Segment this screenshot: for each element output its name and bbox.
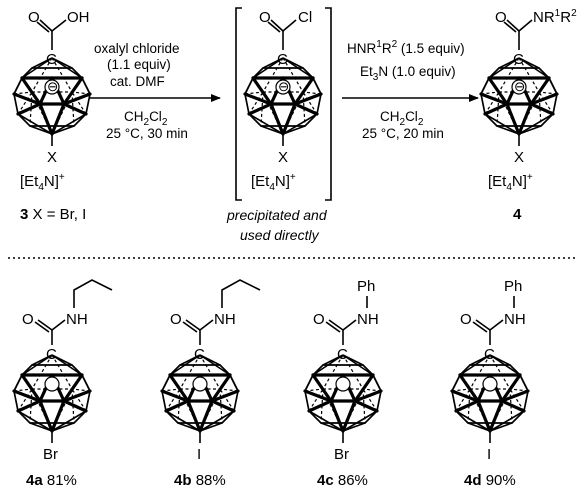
compound-3-label: 3 X = Br, I <box>20 206 86 223</box>
intermediate-note-line1: precipitated and <box>226 207 328 223</box>
halogen-label: Br <box>43 446 58 463</box>
example-yield-label: 4c 86% <box>317 472 368 489</box>
cage-c-label: C <box>46 51 57 68</box>
carborane-cage-icon <box>479 56 559 136</box>
arrowhead-1-icon <box>211 94 221 102</box>
product-amide-label: NR1R2 <box>533 8 577 26</box>
carborane-cage-icon <box>160 353 240 433</box>
step1-solvent: CH2Cl2 <box>124 109 168 128</box>
step1-equiv: (1.1 equiv) <box>107 57 171 72</box>
example-4c: O NH PhC Br 4c 86% <box>303 278 383 489</box>
example-yield-label: 4d 90% <box>464 472 516 489</box>
step1-reagent: oxalyl chloride <box>94 41 180 56</box>
product-4: O NR1R2 C ⊖ X [Et4N]+ 4 <box>479 8 577 223</box>
example-4a: O NH C Br 4a 81% <box>12 279 113 489</box>
propyl-chain <box>221 279 261 308</box>
right-bracket <box>325 7 332 201</box>
example-yield-label: 4b 88% <box>174 472 226 489</box>
step1-conditions: 25 °C, 30 min <box>106 126 188 141</box>
cage-c-label: C <box>484 346 495 363</box>
cage-c-label: C <box>513 51 524 68</box>
amine-nh-label: NH <box>214 311 236 328</box>
step2-solvent: CH2Cl2 <box>380 109 424 128</box>
negative-charge-icon: ⊖ <box>47 79 58 94</box>
acid-oh-label: OH <box>67 9 90 26</box>
starting-material-3: O OH C ⊖ X [Et4N]+ 3 X = Br, I <box>12 9 92 223</box>
phenyl-label: Ph <box>504 278 522 295</box>
amine-nh-label: NH <box>504 311 526 328</box>
halogen-label: I <box>487 446 491 463</box>
substituent-x-label: X <box>278 149 288 166</box>
acid-o-label: O <box>28 9 40 26</box>
intermediate-cl-label: Cl <box>298 9 312 26</box>
left-bracket <box>235 7 242 201</box>
counterion-label: [Et4N]+ <box>488 172 533 193</box>
example-4b: O NH C I 4b 88% <box>160 279 261 489</box>
examples-row: O NH C Br 4a 81% O NH C I 4b 88% O NH PhC Br 4c 86% O NH… <box>12 278 530 489</box>
reaction-step-2: HNR1R2 (1.5 equiv) Et3N (1.0 equiv) CH2C… <box>342 39 479 141</box>
substituent-x-label: X <box>47 149 57 166</box>
cage-c-label: C <box>277 51 288 68</box>
cage-c-label: C <box>194 346 205 363</box>
cage-c-label: C <box>337 346 348 363</box>
amine-nh-label: NH <box>357 311 379 328</box>
carbonyl-o-label: O <box>460 311 472 328</box>
carbonyl-o-label: O <box>313 311 325 328</box>
carborane-cage-icon <box>303 353 383 433</box>
step2-base: Et3N (1.0 equiv) <box>360 64 456 83</box>
amine-nh-label: NH <box>66 311 88 328</box>
step2-conditions: 25 °C, 20 min <box>362 126 444 141</box>
carborane-cage-icon <box>12 353 92 433</box>
carbonyl-o-label: O <box>22 311 34 328</box>
carbonyl-o-label: O <box>170 311 182 328</box>
compound-4-label: 4 <box>513 206 522 223</box>
example-4d: O NH PhC I 4d 90% <box>450 278 530 489</box>
phenyl-label: Ph <box>357 278 375 295</box>
step1-catalyst: cat. DMF <box>110 74 165 89</box>
cage-c-label: C <box>46 346 57 363</box>
step2-amine: HNR1R2 (1.5 equiv) <box>347 39 465 56</box>
negative-charge-icon: ⊖ <box>278 79 289 94</box>
substituent-x-label: X <box>514 149 524 166</box>
halogen-label: Br <box>334 446 349 463</box>
intermediate-note-line2: used directly <box>240 227 320 243</box>
negative-charge-icon: ⊖ <box>514 79 525 94</box>
reaction-step-1: oxalyl chloride (1.1 equiv) cat. DMF CH2… <box>90 41 221 141</box>
counterion-label: [Et4N]+ <box>251 172 296 193</box>
carborane-cage-icon <box>450 353 530 433</box>
carborane-cage-icon <box>243 56 323 136</box>
intermediate-o-label: O <box>259 9 271 26</box>
product-o-label: O <box>495 9 507 26</box>
halogen-label: I <box>197 446 201 463</box>
arrowhead-2-icon <box>469 94 479 102</box>
example-yield-label: 4a 81% <box>26 472 77 489</box>
counterion-label: [Et4N]+ <box>20 172 65 193</box>
carborane-cage-icon <box>12 56 92 136</box>
acid-chloride-intermediate: O Cl C ⊖ X [Et4N]+ precipitated and used… <box>226 7 332 243</box>
propyl-chain <box>73 279 113 308</box>
